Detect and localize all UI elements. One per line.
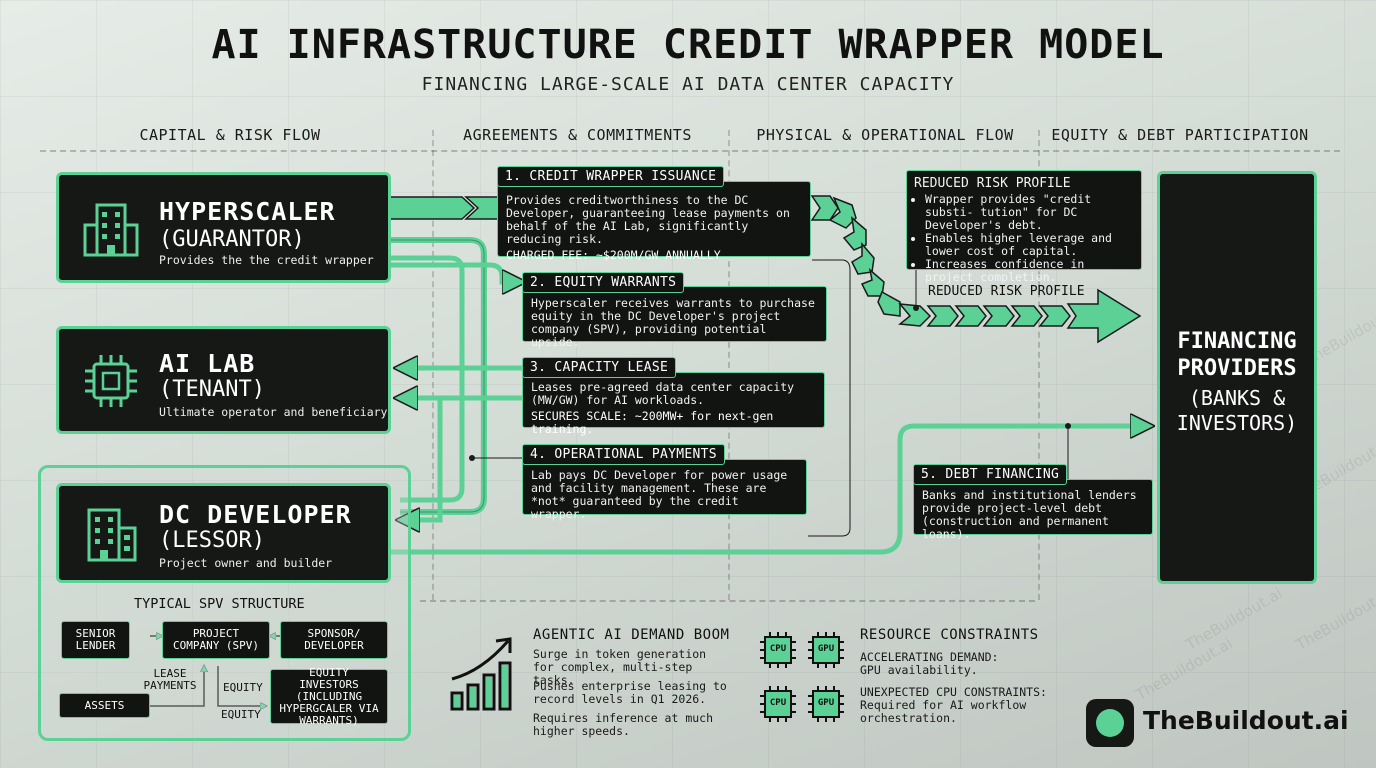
column-divider xyxy=(728,130,730,600)
gpu-chip-icon: GPU xyxy=(808,632,844,668)
demand-text: Surge in token generation for complex, m… xyxy=(533,647,707,687)
risk-arrow-label: REDUCED RISK PROFILE xyxy=(928,284,1085,299)
project-company-box: PROJECT COMPANY (SPV) xyxy=(162,621,270,659)
dc-developer-name: DC DEVELOPER xyxy=(159,500,352,529)
brand-name: TheBuildout.ai xyxy=(1143,706,1349,735)
chip-label: CPU xyxy=(769,698,787,708)
hyperscaler-card[interactable]: HYPERSCALER (GUARANTOR) Provides the the… xyxy=(56,172,391,283)
agreement-body: Hyperscaler receives warrants to purchas… xyxy=(531,296,815,349)
chip-label: CPU xyxy=(769,644,787,654)
equity-label: EQUITY xyxy=(221,708,261,721)
assets-box: ASSETS xyxy=(59,693,150,718)
dc-developer-desc: Project owner and builder xyxy=(159,556,333,570)
demand-text: Pushes enterprise leasing to record leve… xyxy=(533,679,727,706)
equity-label: EQUITY xyxy=(223,681,263,694)
sponsor-developer-box: SPONSOR/ DEVELOPER xyxy=(280,621,388,659)
risk-profile-bullet: Enables higher leverage and lower cost o… xyxy=(925,232,1134,258)
building-icon xyxy=(83,203,139,257)
financing-line: (BANKS & xyxy=(1188,386,1286,410)
chip-label: GPU xyxy=(817,698,835,708)
growth-chart-icon xyxy=(450,637,512,711)
risk-profile-box: REDUCED RISK PROFILE Wrapper provides "c… xyxy=(906,170,1142,284)
cpu-chip-icon: CPU xyxy=(760,632,796,668)
agreement-title: 1. CREDIT WRAPPER ISSUANCE xyxy=(497,166,725,187)
debt-financing-box[interactable]: Banks and institutional lenders provide … xyxy=(913,479,1153,541)
financing-line: PROVIDERS xyxy=(1177,356,1297,381)
resources-heading: UNEXPECTED CPU CONSTRAINTS: xyxy=(860,685,1047,699)
agreement-body: Leases pre-agreed data center capacity (… xyxy=(531,380,795,407)
agreement-equity-warrants[interactable]: Hyperscaler receives warrants to purchas… xyxy=(522,286,827,349)
wrapper-band xyxy=(389,196,514,220)
financing-providers-card[interactable]: FINANCING PROVIDERS (BANKS & INVESTORS) xyxy=(1157,171,1317,584)
financing-line: INVESTORS) xyxy=(1176,411,1298,435)
section-divider xyxy=(420,600,1035,602)
agreement-credit-wrapper[interactable]: Provides creditworthiness to the DC Deve… xyxy=(497,181,811,262)
hyperscaler-desc: Provides the the credit wrapper xyxy=(159,253,374,267)
ai-lab-card[interactable]: AI LAB (TENANT) Ultimate operator and be… xyxy=(56,326,391,434)
column-header: PHYSICAL & OPERATIONAL FLOW xyxy=(756,126,1014,144)
building-icon xyxy=(87,508,137,562)
agreement-operational-payments[interactable]: Lab pays DC Developer for power usage an… xyxy=(522,459,807,521)
ai-lab-role: (TENANT) xyxy=(159,377,265,402)
dc-developer-role: (LESSOR) xyxy=(159,528,265,553)
agreement-capacity-lease[interactable]: Leases pre-agreed data center capacity (… xyxy=(522,372,825,436)
agreement-title: 3. CAPACITY LEASE xyxy=(522,357,677,378)
logo-dot xyxy=(1096,709,1124,737)
page-title: AI INFRASTRUCTURE CREDIT WRAPPER MODEL xyxy=(211,22,1165,68)
demand-title: AGENTIC AI DEMAND BOOM xyxy=(533,627,730,643)
agreement-body: Provides creditworthiness to the DC Deve… xyxy=(506,193,790,246)
resources-title: RESOURCE CONSTRAINTS xyxy=(860,627,1039,643)
chip-icon xyxy=(85,355,137,407)
cpu-chip-icon: CPU xyxy=(760,686,796,722)
resources-text: Required for AI workflow orchestration. xyxy=(860,698,1027,725)
resources-heading: ACCELERATING DEMAND: xyxy=(860,650,999,664)
column-header: CAPITAL & RISK FLOW xyxy=(139,126,321,144)
lease-payments-label: LEASE PAYMENTS xyxy=(143,667,197,692)
risk-profile-title: REDUCED RISK PROFILE xyxy=(914,176,1071,191)
equity-investors-box: EQUITY INVESTORS (INCLUDING HYPERGCALER … xyxy=(270,666,388,726)
dc-developer-card[interactable]: DC DEVELOPER (LESSOR) Project owner and … xyxy=(56,483,391,583)
financing-line: FINANCING xyxy=(1177,329,1297,354)
ai-lab-desc: Ultimate operator and beneficiary xyxy=(159,405,388,419)
column-header: EQUITY & DEBT PARTICIPATION xyxy=(1051,126,1309,144)
ai-lab-name: AI LAB xyxy=(159,349,256,378)
senior-lender-box: SENIOR LENDER xyxy=(61,621,130,659)
gpu-chip-icon: GPU xyxy=(808,686,844,722)
page-subtitle: FINANCING LARGE-SCALE AI DATA CENTER CAP… xyxy=(421,74,955,95)
agreement-scale: SECURES SCALE: ~200MW+ for next-gen trai… xyxy=(531,409,774,436)
agreement-title: 2. EQUITY WARRANTS xyxy=(522,272,685,293)
hyperscaler-name: HYPERSCALER xyxy=(159,197,336,226)
column-divider xyxy=(1038,130,1040,600)
column-header: AGREEMENTS & COMMITMENTS xyxy=(463,126,692,144)
agreement-fee: CHARGED FEE: ~$200M/GW ANNUALLY xyxy=(506,248,721,262)
debt-financing-title: 5. DEBT FINANCING xyxy=(913,464,1068,485)
chip-label: GPU xyxy=(817,644,835,654)
hyperscaler-role: (GUARANTOR) xyxy=(159,227,305,252)
debt-body: Banks and institutional lenders provide … xyxy=(922,488,1137,541)
brand-logo-icon xyxy=(1086,699,1134,747)
risk-profile-bullet: Wrapper provides "credit substi- tution"… xyxy=(925,193,1134,232)
demand-text: Requires inference at much higher speeds… xyxy=(533,711,714,738)
risk-profile-bullet: Increases confidence in project completi… xyxy=(925,258,1134,284)
column-divider xyxy=(432,130,434,600)
agreement-title: 4. OPERATIONAL PAYMENTS xyxy=(522,444,725,465)
spv-title: TYPICAL SPV STRUCTURE xyxy=(134,596,305,612)
agreement-body: Lab pays DC Developer for power usage an… xyxy=(531,468,788,521)
section-divider xyxy=(40,150,1340,152)
risk-chevron-curve xyxy=(810,195,1142,344)
resources-text: GPU availability. xyxy=(860,663,978,677)
